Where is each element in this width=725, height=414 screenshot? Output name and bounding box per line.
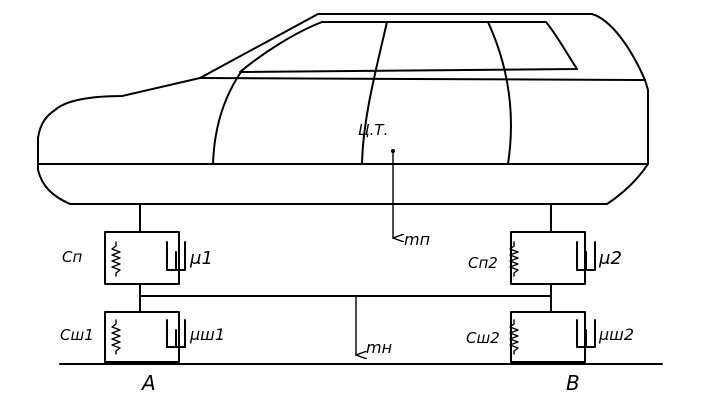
center-of-mass: Ц.Т. mп (358, 121, 430, 249)
front-spring-label: Cп (62, 248, 82, 266)
ground: A B (59, 363, 663, 395)
front-lower-block (104, 311, 180, 363)
rear-tire-spring-label: Cш2 (466, 329, 500, 347)
front-suspension: Cп μ1 Cш1 μш1 (60, 203, 225, 363)
rear-damper-label: μ2 (598, 248, 622, 269)
center-of-mass-label: Ц.Т. (358, 121, 388, 139)
rear-spring-label: Cп2 (468, 254, 498, 272)
front-tire-spring-zigzag (111, 319, 121, 355)
rear-tire-damper-label: μш2 (598, 325, 634, 344)
rear-tire-spring-zigzag (509, 319, 519, 355)
front-spring-zigzag (111, 241, 121, 277)
car-body (37, 13, 649, 205)
rear-spring-zigzag (509, 241, 519, 277)
pillar-b (361, 21, 388, 165)
front-upper-block (104, 231, 180, 285)
sprung-mass-label: mп (404, 230, 430, 249)
rear-suspension: Cп2 μ2 Cш2 μш2 (466, 203, 634, 363)
front-tire-damper (166, 319, 186, 348)
front-tire-spring-label: Cш1 (60, 326, 94, 344)
car-body-outline (37, 13, 649, 205)
pillar-c (487, 21, 512, 165)
rear-lower-block (510, 311, 586, 363)
front-damper (166, 241, 186, 271)
point-b-label: B (566, 371, 580, 395)
unsprung-mass: mн (139, 295, 552, 357)
pillar-a (212, 71, 242, 165)
belt-line (199, 77, 646, 81)
rear-tire-damper (576, 319, 596, 348)
unsprung-mass-label: mн (366, 338, 392, 357)
side-window (239, 21, 578, 73)
rear-upper-block (510, 231, 586, 285)
front-tire-damper-label: μш1 (189, 325, 225, 344)
point-a-label: A (140, 371, 156, 395)
rear-damper (576, 241, 596, 271)
front-damper-label: μ1 (189, 248, 213, 269)
